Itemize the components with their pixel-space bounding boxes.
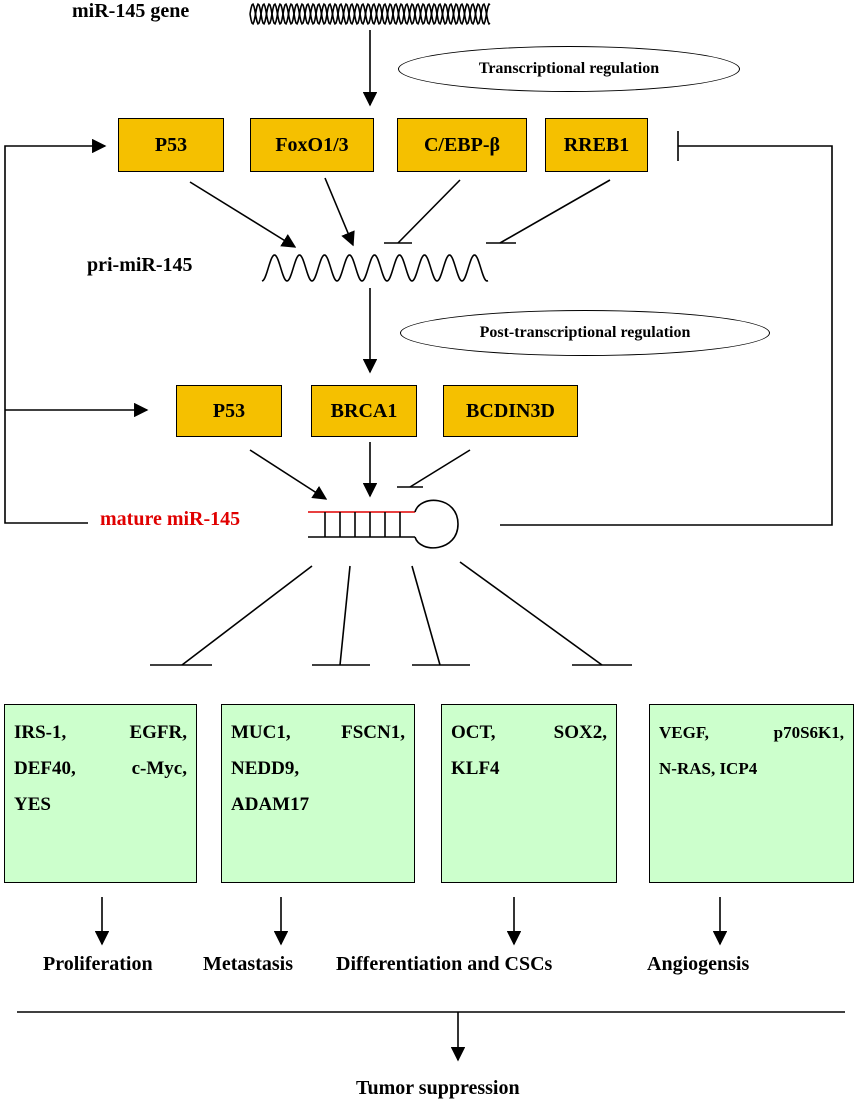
gene-helix (249, 2, 491, 26)
target-box-proliferation: IRS-1,EGFR, DEF40,c-Myc, YES (4, 704, 197, 883)
processing-box-p53: P53 (176, 385, 282, 437)
post-transcriptional-regulation-ellipse: Post-transcriptional regulation (400, 310, 770, 356)
outcome-angiogenesis: Angiogensis (647, 953, 750, 975)
target-box-angiogenesis: VEGF,p70S6K1, N-RAS, ICP4 (649, 704, 854, 883)
outcome-proliferation: Proliferation (43, 953, 153, 975)
gene-label: miR-145 gene (72, 0, 190, 22)
transcriptional-regulation-ellipse: Transcriptional regulation (398, 46, 740, 92)
outcome-differentiation: Differentiation and CSCs (336, 953, 553, 975)
mature-mirna-label: mature miR-145 (100, 508, 241, 530)
final-outcome-label: Tumor suppression (356, 1077, 520, 1099)
target-box-differentiation: OCT,SOX2, KLF4 (441, 704, 617, 883)
factor-box-foxo: FoxO1/3 (250, 118, 374, 172)
processing-box-brca1: BRCA1 (311, 385, 417, 437)
factor-box-p53: P53 (118, 118, 224, 172)
factor-box-cebp: C/EBP-β (397, 118, 527, 172)
target-box-metastasis: MUC1,FSCN1, NEDD9, ADAM17 (221, 704, 415, 883)
pri-mirna-wave (261, 254, 489, 282)
mature-hairpin (308, 499, 459, 549)
factor-box-rreb1: RREB1 (545, 118, 648, 172)
outcome-metastasis: Metastasis (203, 953, 293, 975)
processing-box-bcdin3d: BCDIN3D (443, 385, 578, 437)
pri-mirna-label: pri-miR-145 (87, 254, 193, 276)
